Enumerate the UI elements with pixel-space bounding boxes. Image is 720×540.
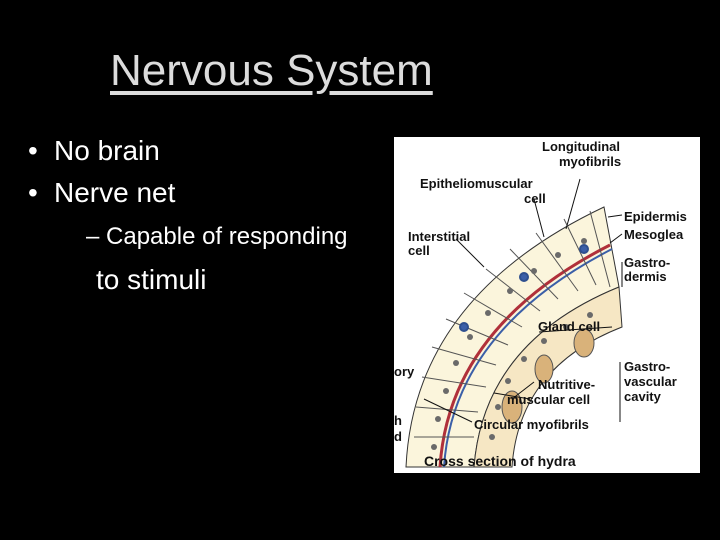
label-interstitial: Interstitial	[408, 229, 470, 244]
sub-bullet: – Capable of responding	[86, 223, 348, 250]
label-edge-fragment: h	[394, 413, 402, 428]
label-edge-fragment: d	[394, 429, 402, 444]
label-nutritive-muscular-cell: muscular cell	[507, 392, 590, 407]
label-gastrodermis-1: Gastro-	[624, 255, 670, 270]
label-circular-myofibrils: Circular myofibrils	[474, 417, 589, 432]
label-myofibrils: myofibrils	[559, 154, 621, 169]
bullet-text: No brain	[54, 135, 160, 166]
label-epidermis: Epidermis	[624, 209, 687, 224]
bullet-item: •Nerve net	[28, 177, 176, 208]
label-nutritive: Nutritive-	[538, 377, 595, 392]
sub-bullet-continuation: to stimuli	[96, 264, 207, 295]
label-mesoglea: Mesoglea	[624, 227, 684, 242]
figure-caption: Cross section of hydra	[424, 453, 576, 469]
label-gastrovascular-1: Gastro-	[624, 359, 670, 374]
label-gastrodermis-2: dermis	[624, 269, 667, 284]
label-edge-fragment: ory	[394, 364, 415, 379]
label-epitheliomuscular-cell: cell	[524, 191, 546, 206]
label-gastrovascular-3: cavity	[624, 389, 662, 404]
bullet-item: •No brain	[28, 135, 160, 166]
label-gland-cell: Gland cell	[538, 319, 600, 334]
label-interstitial-cell: cell	[408, 243, 430, 258]
bullet-text: Nerve net	[54, 177, 176, 208]
bullet-list: •No brain •Nerve net	[28, 130, 175, 214]
label-epitheliomuscular: Epitheliomuscular	[420, 176, 533, 191]
label-longitudinal: Longitudinal	[542, 139, 620, 154]
hydra-diagram: Longitudinal myofibrils Epitheliomuscula…	[394, 139, 687, 469]
slide-title: Nervous System	[110, 46, 433, 95]
label-gastrovascular-2: vascular	[624, 374, 677, 389]
hydra-cross-section-figure: Longitudinal myofibrils Epitheliomuscula…	[394, 137, 700, 473]
